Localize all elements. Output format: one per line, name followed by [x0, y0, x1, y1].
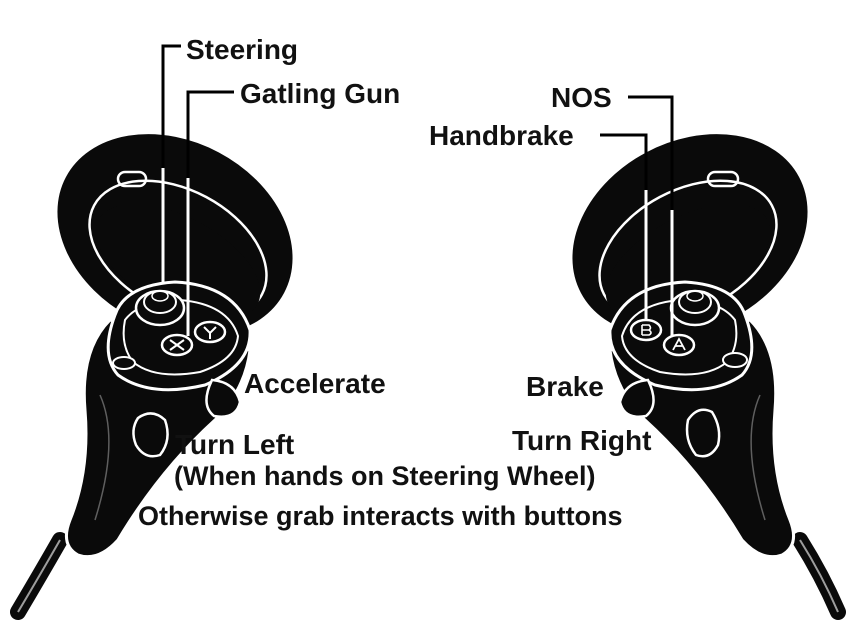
left-trigger [205, 378, 242, 418]
right-b-button [629, 318, 663, 342]
handbrake-leader [600, 133, 648, 190]
turn-right-label: Turn Right [512, 425, 652, 456]
right-trigger [618, 378, 655, 418]
accelerate-label: Accelerate [244, 368, 386, 399]
right-grip-button [685, 408, 721, 458]
right-controller [569, 131, 846, 620]
gatling-gun-label: Gatling Gun [240, 78, 401, 109]
nos-label: NOS [551, 82, 612, 113]
left-thumbstick [134, 289, 186, 327]
gatling-gun-leader [186, 90, 234, 178]
left-grip-button [132, 412, 169, 458]
steering-label: Steering [186, 34, 299, 65]
nos-leader [628, 95, 674, 210]
left-y-button [193, 320, 227, 344]
steering-leader [161, 44, 181, 168]
grab-note: Otherwise grab interacts with buttons [138, 501, 623, 531]
right-a-button [662, 333, 696, 357]
right-thumbstick [669, 289, 721, 327]
left-ring-slot [116, 170, 148, 188]
steering-wheel-note: (When hands on Steering Wheel) [174, 461, 596, 491]
left-menu-button [112, 356, 136, 370]
left-x-button [160, 333, 194, 357]
right-ring-slot [706, 170, 740, 188]
right-menu-button [722, 352, 748, 368]
leader-lines [161, 44, 674, 336]
handbrake-label: Handbrake [429, 120, 574, 151]
brake-label: Brake [526, 371, 604, 402]
turn-left-label: Turn Left [175, 429, 295, 460]
left-controller [10, 131, 296, 620]
